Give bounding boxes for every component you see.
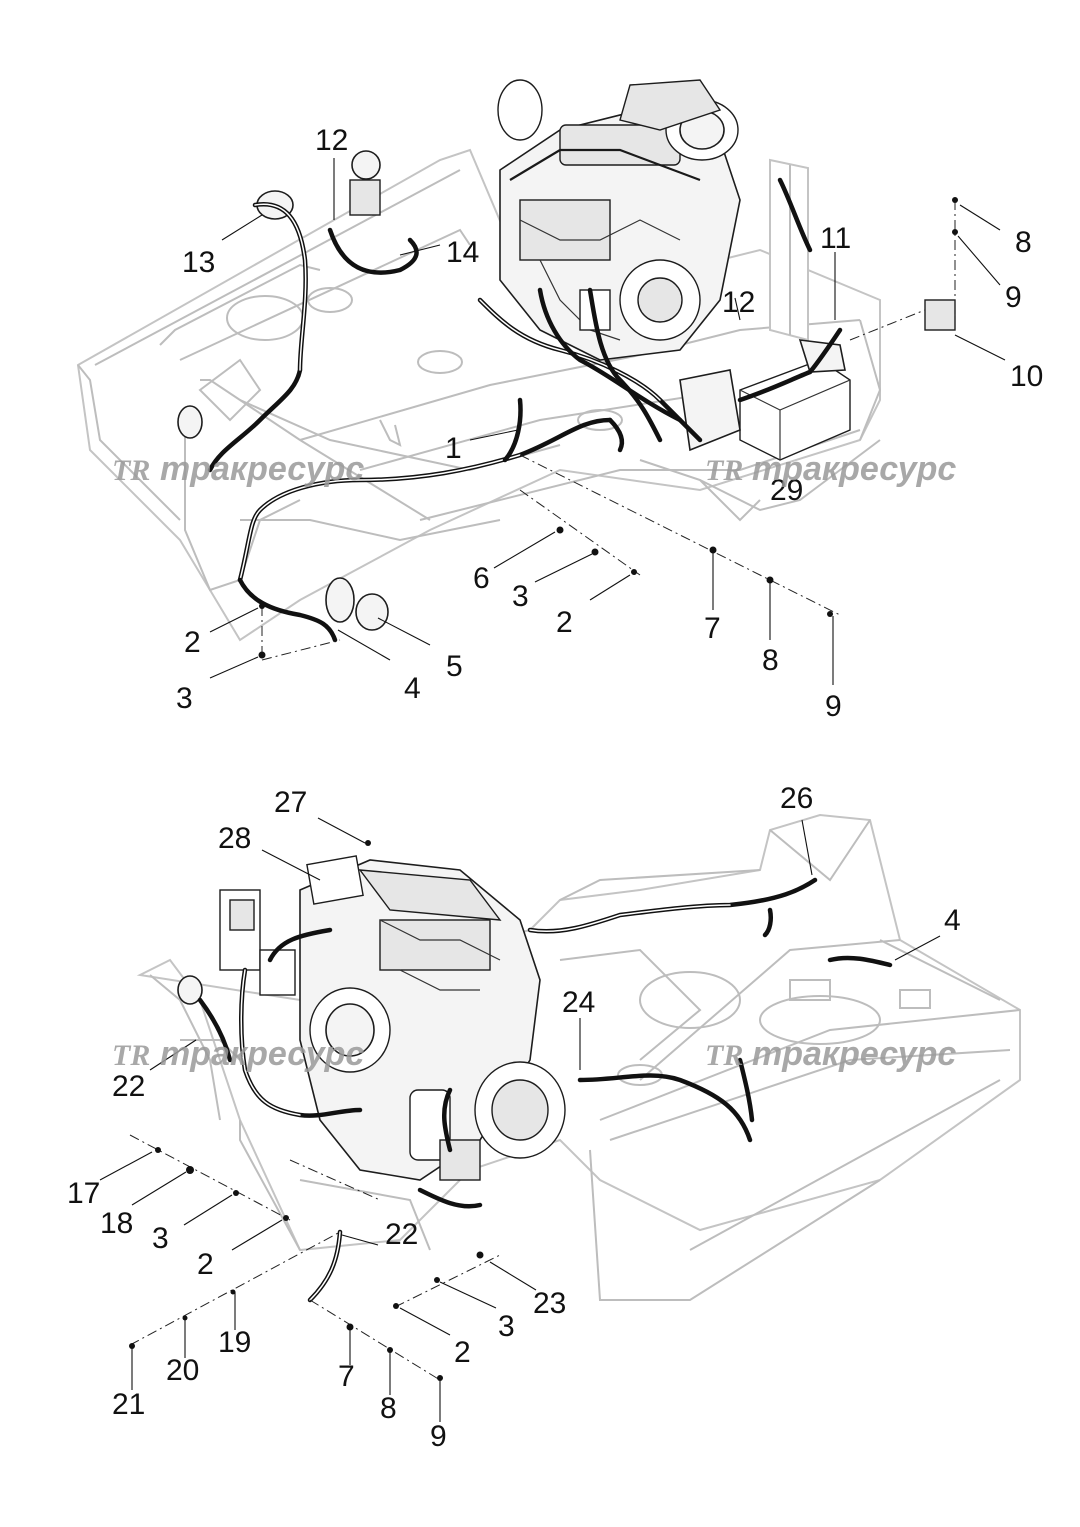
callout-15: 12	[315, 124, 348, 157]
svg-text:TR: TR	[705, 1039, 743, 1072]
upright-post	[769, 158, 809, 342]
svg-text:TR: TR	[112, 454, 150, 487]
top-view: 12 13 14 11 12 8 9 10 1 29 6 3 2 7 8 9 2…	[76, 79, 1043, 723]
bottom-leaders	[99, 817, 941, 1422]
svg-text:тракресурс: тракресурс	[752, 450, 956, 488]
callout-3d: 3	[498, 1310, 515, 1343]
callout-18: 18	[100, 1207, 133, 1240]
callout-2d: 2	[454, 1336, 471, 1369]
callout-6: 6	[473, 562, 490, 595]
top-callouts: 12 13 14 11 12 8 9 10 1 29 6 3 2 7 8 9 2…	[176, 124, 1043, 723]
callout-11: 9	[1005, 281, 1022, 314]
callout-19: 19	[218, 1326, 251, 1359]
callout-1: 1	[445, 432, 462, 465]
svg-text:тракресурс: тракресурс	[752, 1035, 956, 1073]
callout-4-bottom: 4	[944, 904, 961, 937]
callout-8-bottom: 8	[380, 1392, 397, 1425]
callout-7-bottom: 7	[338, 1360, 355, 1393]
callout-3a: 3	[512, 580, 529, 613]
bottom-view: 27 28 26 4 24 22 17 18 3 2 22 19 20 21 7…	[67, 782, 1021, 1453]
callout-28: 28	[218, 822, 251, 855]
callout-16: 13	[182, 246, 215, 279]
callout-26: 26	[780, 782, 813, 815]
callout-14: 12	[722, 286, 755, 319]
callout-4: 4	[404, 672, 421, 705]
callout-25: 14	[446, 236, 479, 269]
watermark-bottom-left: TR тракресурс	[112, 1035, 364, 1073]
callout-27: 27	[274, 786, 307, 819]
callout-3b: 3	[176, 682, 193, 715]
svg-text:тракресурс: тракресурс	[160, 450, 364, 488]
callout-21: 21	[112, 1388, 145, 1421]
callout-2c: 2	[197, 1248, 214, 1281]
bottom-harness	[197, 877, 893, 1303]
watermark-top-right: TR тракресурс	[705, 450, 956, 488]
top-leaders	[209, 158, 1006, 685]
callout-2b: 2	[184, 626, 201, 659]
watermark-bottom-right: TR тракресурс	[705, 1035, 956, 1073]
callout-24: 24	[562, 986, 595, 1019]
callout-20: 20	[166, 1354, 199, 1387]
bottom-callouts: 27 28 26 4 24 22 17 18 3 2 22 19 20 21 7…	[67, 782, 961, 1453]
callout-2a: 2	[556, 606, 573, 639]
callout-7: 7	[704, 612, 721, 645]
engine-bottom	[177, 855, 566, 1181]
engine-top	[497, 79, 741, 361]
callout-9-bottom: 9	[430, 1420, 447, 1453]
callout-5: 5	[446, 650, 463, 683]
callout-13: 11	[820, 222, 851, 255]
top-harness	[207, 177, 843, 643]
svg-text:тракресурс: тракресурс	[160, 1035, 364, 1073]
callout-8: 8	[762, 644, 779, 677]
callout-22b: 22	[385, 1218, 418, 1251]
svg-text:TR: TR	[112, 1039, 150, 1072]
callout-10: 8	[1015, 226, 1032, 259]
callout-22a: 22	[112, 1070, 145, 1103]
svg-text:TR: TR	[705, 454, 743, 487]
callout-29: 29	[770, 474, 803, 507]
callout-3c: 3	[152, 1222, 169, 1255]
callout-12: 10	[1010, 360, 1043, 393]
callout-9: 9	[825, 690, 842, 723]
callout-17: 17	[67, 1177, 100, 1210]
watermark-top-left: TR тракресурс	[112, 450, 364, 488]
callout-23: 23	[533, 1287, 566, 1320]
